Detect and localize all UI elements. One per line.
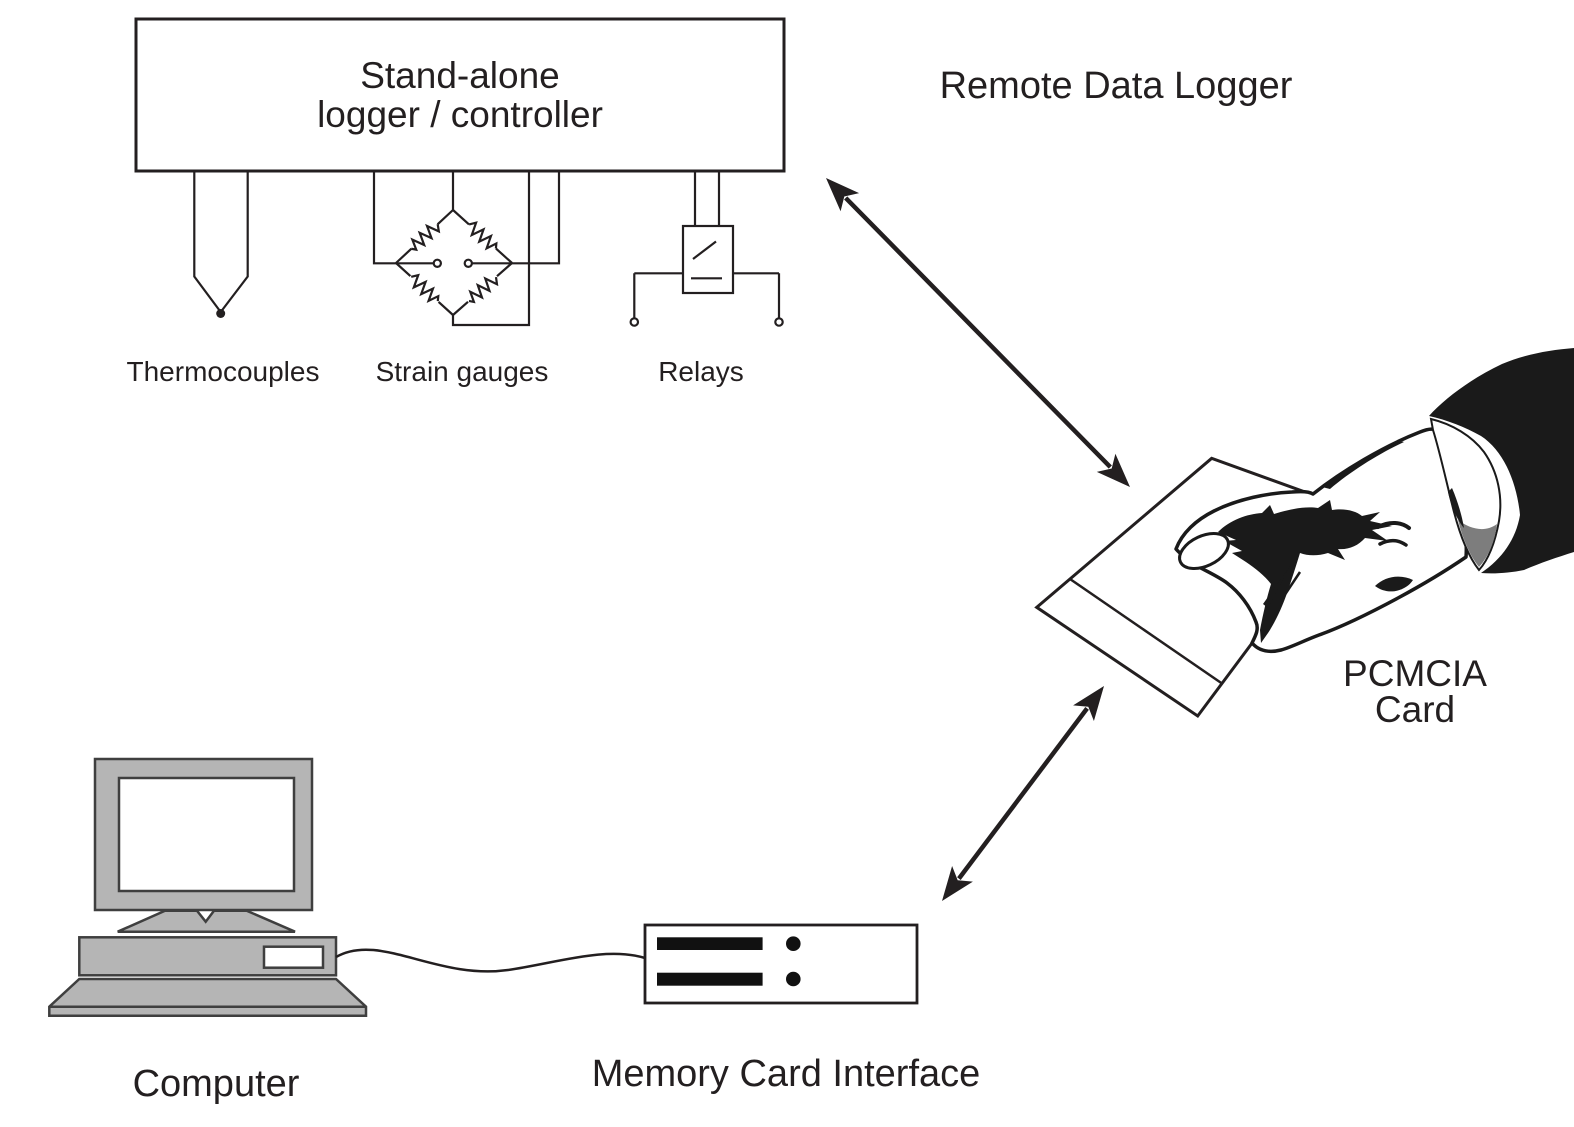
bridge-terminal-right [463, 258, 473, 268]
logger-box-outline [134, 17, 786, 173]
thumbnail-icon [1178, 532, 1230, 570]
card-slot-top [657, 937, 763, 950]
bridge-terminal-left [432, 258, 442, 268]
bridge-edge-topright [452, 209, 513, 264]
splatter-streak-thin [1278, 571, 1302, 603]
arrowhead-up [1073, 686, 1104, 721]
knuckle-crease [1378, 539, 1408, 547]
logger-box-title-line2: logger / controller [317, 94, 603, 135]
relay-feed-wires [693, 171, 721, 226]
strain-gauges-label: Strain gauges [376, 356, 549, 387]
serial-cable [335, 948, 646, 973]
logger-card-double-arrow-icon [826, 178, 1130, 487]
knuckle-crease [1376, 521, 1411, 530]
strain-gauge-bridge-icon [372, 171, 561, 327]
logger-box: Stand-alone logger / controller [134, 17, 786, 173]
pcmcia-label-line1: PCMCIA [1343, 653, 1487, 694]
card-slot-bottom [657, 972, 763, 986]
bridge-bottom-wire [451, 171, 531, 327]
resistor-icon [463, 218, 502, 255]
thermocouple-left-lead [193, 171, 222, 313]
relay-body [681, 224, 735, 295]
thermocouples-label: Thermocouples [127, 356, 320, 387]
interface-body [643, 923, 919, 1005]
relay-terminal-left [629, 317, 640, 327]
computer-icon [48, 757, 368, 1017]
resistor-icon [463, 271, 502, 307]
relays-label: Relays [658, 356, 744, 387]
relay-terminal-right [774, 317, 784, 327]
hand-ink-splatter [1218, 500, 1392, 643]
monitor-screen [117, 776, 296, 893]
cuff-shadow-band [1458, 520, 1497, 567]
resistor-icon [406, 271, 443, 307]
thermocouple-right-lead [219, 171, 249, 313]
eject-button-bottom [786, 971, 801, 987]
relay-icon [629, 171, 784, 327]
bridge-right-wire [512, 171, 561, 265]
card-interface-double-arrow-icon [942, 686, 1104, 901]
logger-box-title-line1: Stand-alone [360, 55, 560, 96]
eject-button-top [786, 936, 801, 951]
resistor-icon [406, 218, 443, 255]
card-connector-stripe [1069, 577, 1223, 685]
memory-card-interface-icon [643, 923, 919, 1005]
drive-slot [262, 945, 325, 969]
arrow-shaft [957, 707, 1089, 880]
computer-label: Computer [133, 1063, 300, 1105]
keyboard [48, 977, 368, 1017]
hand-top-shadow [1322, 441, 1404, 489]
bridge-edge-bottomright [452, 262, 513, 316]
arrow-shaft [844, 196, 1112, 469]
bridge-edge-topleft [395, 209, 454, 264]
memory-card-interface-label: Memory Card Interface [592, 1053, 981, 1095]
arrowhead-up [826, 178, 860, 212]
wrist-cuff-shadow [1448, 488, 1464, 528]
suit-sleeve [1429, 348, 1574, 574]
hand-with-pcmcia-card-illustration [1034, 348, 1574, 719]
relay-drop-wires [633, 273, 781, 319]
bridge-left-wire [372, 171, 396, 265]
pcmcia-label-line2: Card [1375, 689, 1455, 730]
arrowhead-down [1096, 453, 1130, 487]
monitor-stand [117, 909, 296, 933]
bridge-edge-bottomleft [395, 262, 454, 316]
remote-data-logger-label: Remote Data Logger [940, 65, 1293, 107]
arrowhead-down [942, 866, 973, 901]
hand-bottom-shadow [1375, 576, 1413, 592]
thermocouple-icon [193, 171, 249, 318]
relay-switch-contact [692, 240, 717, 260]
thermocouple-junction-dot [216, 309, 226, 318]
splatter-streak [1263, 566, 1290, 608]
